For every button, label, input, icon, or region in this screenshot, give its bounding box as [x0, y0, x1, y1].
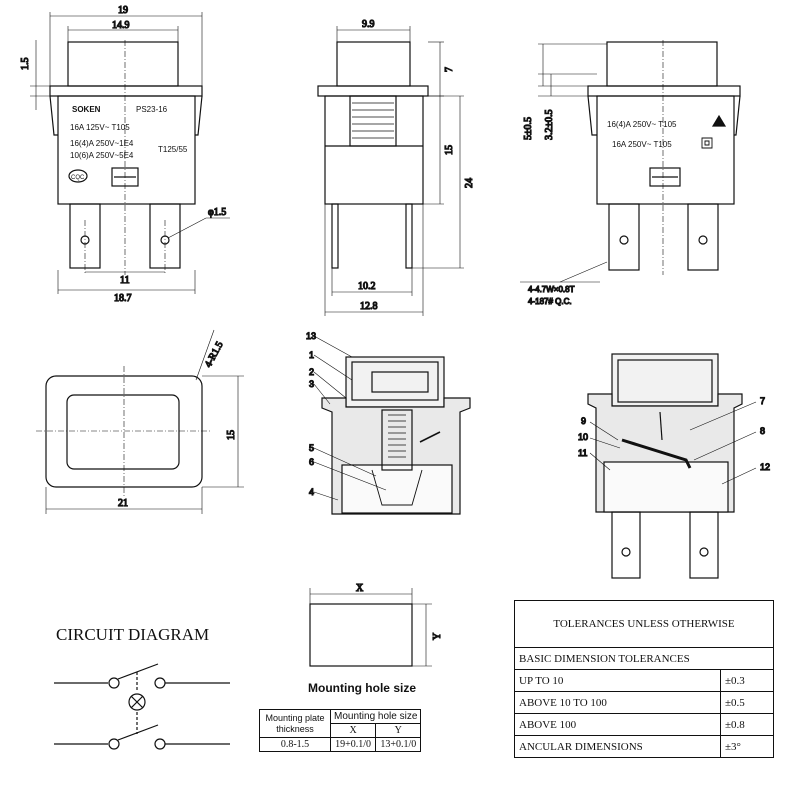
section-right-label-8: 8	[760, 426, 765, 436]
dim-side-button-height: 7	[444, 67, 455, 72]
brand-logo: SOKEN	[72, 105, 101, 114]
back-rating-line-2: 16A 250V~ T105	[612, 140, 672, 149]
side-button	[336, 41, 411, 87]
section-right-label-12: 12	[760, 462, 770, 472]
section-left-label-6: 6	[309, 457, 314, 467]
cutout-view: 4-R1.5 15 21	[36, 329, 244, 514]
mounting-hole-y-label: Y	[432, 633, 443, 640]
back-view: 5±0.5 3.2±0.5 4-4.7W×0.8T 4-187# Q.C. 16…	[520, 40, 741, 307]
table-row: ANCULAR DIMENSIONS ±3°	[514, 735, 774, 758]
mounting-hole-drawing: X Y Mounting hole size	[308, 582, 444, 695]
svg-text:CQC: CQC	[71, 175, 85, 181]
mh-col-y: Y	[375, 723, 422, 738]
section-left-label-5: 5	[309, 443, 314, 453]
section-left-label-1: 1	[309, 350, 314, 360]
dim-front-span: 18.7	[114, 293, 132, 304]
rating-line-3: 10(6)A 250V~5E4	[70, 151, 134, 160]
tol-value: ±3°	[720, 735, 774, 758]
section-view-right: 9 10 11 7 8 12	[577, 353, 771, 579]
tol-value: ±0.3	[720, 669, 774, 692]
cutout-inner	[66, 394, 180, 470]
ccc-mark-icon	[701, 137, 713, 149]
mh-thickness: 0.8-1.5	[259, 737, 331, 752]
dim-cutout-width: 21	[118, 498, 128, 509]
front-bezel	[49, 85, 203, 97]
front-button	[67, 41, 179, 87]
tolerances-subtitle: BASIC DIMENSION TOLERANCES	[514, 647, 774, 670]
section-view-left: 13 1 2 3 5 6 4	[305, 330, 471, 515]
tol-value: ±0.8	[720, 713, 774, 736]
tolerances-title: TOLERANCES UNLESS OTHERWISE	[514, 600, 774, 648]
section-left-label-13: 13	[306, 331, 316, 341]
circuit-title: CIRCUIT DIAGRAM	[56, 625, 209, 644]
section-left-label-4: 4	[309, 487, 314, 497]
table-row: ABOVE 100 ±0.8	[514, 713, 774, 736]
mh-y-value: 13+0.1/0	[375, 737, 422, 752]
back-rating-line-1: 16(4)A 250V~ T105	[607, 120, 677, 129]
front-view: 19 14.9 1.5 11 18.7 φ1.5 SOKEN PS23-16 1…	[19, 4, 230, 305]
dim-front-hole: φ1.5	[208, 207, 226, 218]
back-bezel	[587, 85, 741, 97]
section-right-label-9: 9	[581, 416, 586, 426]
side-body	[324, 95, 424, 205]
side-view: 9.9 7 15 24 10.2 12.8	[317, 18, 476, 316]
side-bezel	[317, 85, 429, 97]
back-button	[606, 41, 718, 87]
model-marking: PS23-16	[136, 105, 168, 114]
dim-back-step-b: 3.2±0.5	[544, 110, 555, 141]
tol-range: ABOVE 10 TO 100	[514, 691, 721, 714]
mh-x-value: 19+0.1/0	[329, 737, 377, 752]
tol-range: ABOVE 100	[514, 713, 721, 736]
tol-range: UP TO 10	[514, 669, 721, 692]
rating-line-2: 16(4)A 250V~1E4	[70, 139, 134, 148]
tol-value: ±0.5	[720, 691, 774, 714]
dim-side-body-width: 12.8	[360, 301, 378, 312]
section-right-label-7: 7	[760, 396, 765, 406]
dim-cutout-height: 15	[226, 430, 237, 440]
mh-col-x: X	[329, 723, 377, 738]
back-body	[596, 95, 735, 205]
mounting-hole-x-label: X	[356, 583, 364, 594]
lamp-icon	[128, 693, 146, 711]
table-row: UP TO 10 ±0.3	[514, 669, 774, 692]
dim-side-body-height: 15	[444, 145, 455, 155]
dim-front-width: 19	[118, 5, 128, 16]
section-left-label-2: 2	[309, 367, 314, 377]
dim-side-terminal-span: 10.2	[358, 281, 376, 292]
warning-triangle-icon	[711, 114, 727, 127]
mh-header-thickness: Mounting plate thickness	[259, 709, 331, 738]
rating-line-1: 16A 125V~ T105	[70, 123, 130, 132]
section-left-label-3: 3	[309, 379, 314, 389]
tolerances-table: TOLERANCES UNLESS OTHERWISE BASIC DIMENS…	[514, 600, 774, 758]
section-right-label-10: 10	[578, 432, 588, 442]
dim-cutout-radius: 4-R1.5	[203, 340, 226, 369]
mounting-hole-caption: Mounting hole size	[308, 681, 416, 695]
dim-front-step: 1.5	[20, 58, 31, 71]
table-row: ABOVE 10 TO 100 ±0.5	[514, 691, 774, 714]
mounting-hole-table: Mounting plate thickness Mounting hole s…	[259, 709, 422, 752]
mounting-hole-rect	[309, 603, 413, 667]
dim-side-total-height: 24	[464, 178, 475, 188]
cqc-mark-icon	[68, 169, 88, 183]
mh-header-size: Mounting hole size	[329, 709, 422, 724]
dim-back-step-a: 5±0.5	[523, 117, 534, 140]
dim-side-button-width: 9.9	[362, 19, 375, 30]
dim-back-tab-note-1: 4-4.7W×0.8T	[528, 285, 575, 294]
circuit-diagram: CIRCUIT DIAGRAM	[54, 625, 230, 750]
dim-front-pitch: 11	[120, 275, 130, 286]
section-right-label-11: 11	[578, 448, 587, 458]
dim-front-button-width: 14.9	[112, 20, 130, 31]
front-body	[57, 95, 196, 205]
tol-range: ANCULAR DIMENSIONS	[514, 735, 721, 758]
dim-back-tab-note-2: 4-187# Q.C.	[528, 297, 572, 306]
rating-line-4: T125/55	[158, 145, 188, 154]
